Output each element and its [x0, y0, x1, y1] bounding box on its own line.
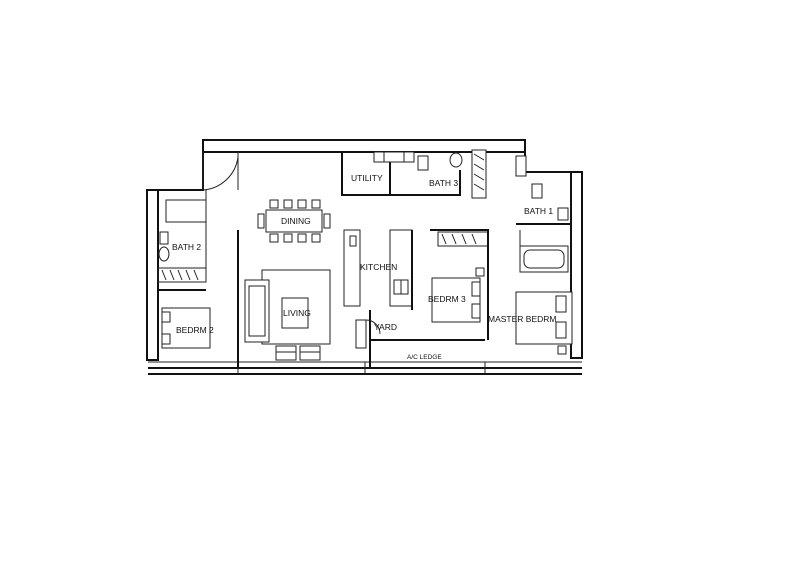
entrance-door [202, 152, 239, 191]
yard-label: YARD [374, 322, 397, 332]
kitchen-label: KITCHEN [360, 262, 397, 272]
dining-label: DINING [281, 216, 311, 226]
left-wall [146, 189, 159, 361]
utility-label: UTILITY [351, 173, 383, 183]
dining-table [257, 199, 331, 243]
kitchen-counters [343, 229, 413, 310]
top-wall [202, 139, 526, 153]
bedrm3-room [430, 229, 489, 340]
master-bedrm-label: MASTER BEDRM [488, 314, 556, 324]
ac-ledge-label: A/C LEDGE [407, 354, 442, 361]
bath2-label: BATH 2 [172, 242, 201, 252]
living-furniture [244, 269, 331, 361]
bedrm2-label: BEDRM 2 [176, 325, 214, 335]
bath2-room [157, 190, 207, 291]
bedrm2-room [161, 230, 239, 368]
bath1-label: BATH 1 [524, 206, 553, 216]
bath3-label: BATH 3 [429, 178, 458, 188]
bedrm3-label: BEDRM 3 [428, 294, 466, 304]
living-label: LIVING [283, 308, 311, 318]
yard-area [355, 310, 485, 368]
master-bedrm-room [515, 291, 573, 355]
bath3-room [373, 149, 487, 199]
right-wall [570, 171, 583, 359]
bath1-room [515, 155, 571, 273]
